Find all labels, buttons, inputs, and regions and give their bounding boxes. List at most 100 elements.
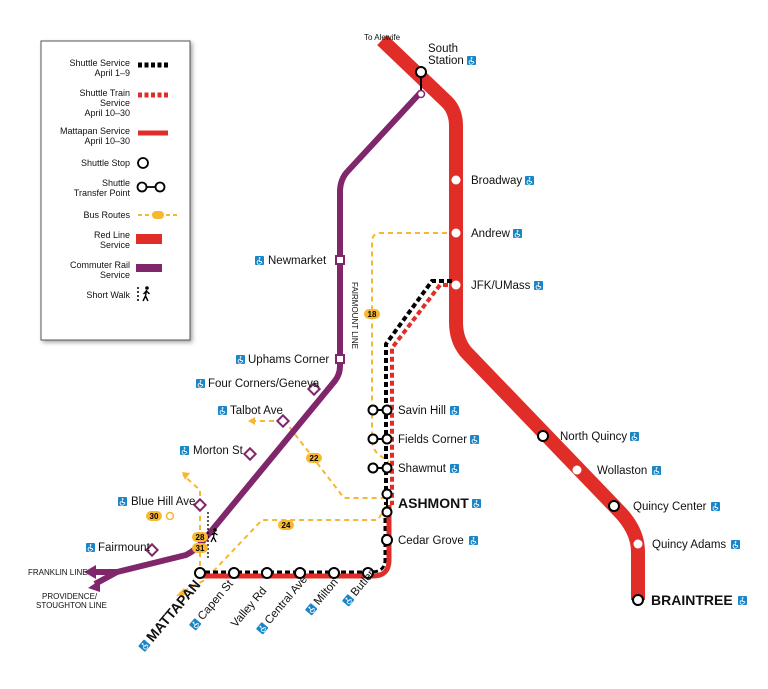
cedar-grove-stop[interactable] — [381, 534, 393, 546]
south-station-stop[interactable] — [415, 66, 427, 78]
accessible-icon — [254, 255, 265, 266]
bus-30-stop — [165, 511, 175, 521]
accessible-icon — [449, 405, 460, 416]
shawmut-label: Shawmut — [398, 463, 447, 475]
capen-st-label: Capen St — [196, 578, 237, 623]
capen-st-stop[interactable] — [228, 567, 240, 579]
fields-corner-transfer[interactable] — [367, 433, 393, 445]
franklin-arrow-icon — [84, 565, 96, 579]
accessible-icon — [217, 405, 228, 416]
accessible-icon — [730, 539, 741, 550]
bus-badges: 18 22 24 30 28 31 — [146, 309, 380, 553]
accessible-icon — [512, 228, 523, 239]
legend-short-walk: Short Walk — [86, 290, 130, 300]
four-corners-stop[interactable] — [306, 381, 322, 397]
legend-transfer-1: Shuttle — [102, 178, 130, 188]
bus-route-24-path — [179, 505, 387, 594]
south-station-label-2: Station — [428, 55, 464, 67]
accessible-icon — [471, 498, 482, 509]
savin-hill-label: Savin Hill — [398, 405, 446, 417]
mattapan-label: MATTAPAN — [143, 577, 204, 645]
ashmont-transfer[interactable] — [381, 488, 393, 518]
accessible-icon — [449, 463, 460, 474]
quincy-adams-stop[interactable] — [633, 539, 643, 549]
shawmut-transfer[interactable] — [367, 462, 393, 474]
milton-stop[interactable] — [328, 567, 340, 579]
braintree-label: BRAINTREE — [651, 592, 733, 608]
milton-label: Milton — [312, 577, 341, 608]
uphams-corner-label: Uphams Corner — [248, 354, 329, 366]
commuter-rail-line — [84, 89, 424, 592]
bus-badge-31[interactable]: 31 — [192, 543, 208, 553]
bus-arrows — [176, 417, 255, 596]
legend-transfer-2: Transfer Point — [74, 188, 131, 198]
valley-rd-stop[interactable] — [261, 567, 273, 579]
providence-arrow-icon — [88, 580, 100, 592]
legend-shuttle-train-3: April 10–30 — [84, 108, 130, 118]
commuter-rail-stations — [144, 255, 345, 558]
broadway-stop[interactable] — [451, 175, 461, 185]
savin-hill-transfer[interactable] — [367, 404, 393, 416]
svg-text:22: 22 — [310, 454, 319, 463]
broadway-label: Broadway — [471, 175, 522, 187]
central-ave-stop[interactable] — [294, 567, 306, 579]
fairmount-stop[interactable] — [144, 542, 160, 558]
accessible-icon — [195, 378, 206, 389]
central-ave-label-group: Central Ave — [255, 574, 310, 636]
walking-person-icon — [213, 528, 217, 532]
legend-red-line-2: Service — [100, 240, 130, 250]
accessible-icon — [117, 496, 128, 507]
braintree-stop[interactable] — [632, 594, 644, 606]
valley-rd-label-group: Valley Rd — [229, 585, 269, 630]
fairmount-line-label: FAIRMOUNT LINE — [350, 282, 359, 349]
legend-shuttle-train-1: Shuttle Train — [79, 88, 130, 98]
south-station-label-1: South — [428, 43, 458, 55]
legend-shuttle-service-1: Shuttle Service — [69, 58, 130, 68]
bus-badge-30[interactable]: 30 — [146, 511, 162, 521]
newmarket-label: Newmarket — [268, 255, 327, 267]
wollaston-stop[interactable] — [572, 465, 582, 475]
legend-shuttle-stop-icon — [137, 157, 149, 169]
ashmont-shuttle-branch — [384, 279, 456, 505]
mattapan-line — [200, 505, 392, 579]
accessible-icon — [304, 602, 319, 617]
bus-badge-22[interactable]: 22 — [306, 453, 322, 463]
newmarket-stop[interactable] — [335, 255, 345, 265]
legend-commuter-1: Commuter Rail — [70, 260, 130, 270]
andrew-stop[interactable] — [451, 228, 461, 238]
accessible-icon — [137, 638, 152, 653]
morton-st-stop[interactable] — [242, 446, 258, 462]
north-quincy-stop[interactable] — [537, 430, 549, 442]
providence-label-1: PROVIDENCE/ — [42, 592, 98, 601]
butler-stop[interactable] — [362, 567, 374, 579]
mattapan-stop[interactable] — [194, 567, 206, 579]
quincy-center-label: Quincy Center — [633, 501, 707, 513]
cedar-grove-label: Cedar Grove — [398, 535, 464, 547]
accessible-icon — [629, 431, 640, 442]
jfk-stop[interactable] — [451, 280, 461, 290]
legend-mattapan-2: April 10–30 — [84, 136, 130, 146]
blue-hill-ave-stop[interactable] — [192, 497, 208, 513]
legend-bus-swatch — [138, 211, 178, 219]
central-ave-label: Central Ave — [263, 574, 310, 627]
bus-badge-24[interactable]: 24 — [278, 520, 294, 530]
short-walk-connector — [207, 512, 218, 560]
accessible-icon — [468, 535, 479, 546]
uphams-corner-stop[interactable] — [335, 354, 345, 364]
legend-commuter-2: Service — [100, 270, 130, 280]
quincy-center-stop[interactable] — [608, 500, 620, 512]
south-station-cr-stop[interactable] — [416, 89, 426, 99]
bus-badge-28[interactable]: 28 — [192, 532, 208, 542]
talbot-ave-stop[interactable] — [275, 413, 291, 429]
transfer-points — [367, 404, 393, 518]
blue-hill-ave-label: Blue Hill Ave — [131, 496, 195, 508]
accessible-icon — [255, 621, 270, 636]
legend-mattapan-1: Mattapan Service — [60, 126, 130, 136]
bus-badge-18[interactable]: 18 — [364, 309, 380, 319]
to-alewife-label: To Alewife — [364, 33, 401, 42]
accessible-icon — [524, 175, 535, 186]
fairmount-label: Fairmount — [98, 542, 151, 554]
franklin-line-label: FRANKLIN LINE — [28, 568, 88, 577]
accessible-icon — [651, 465, 662, 476]
